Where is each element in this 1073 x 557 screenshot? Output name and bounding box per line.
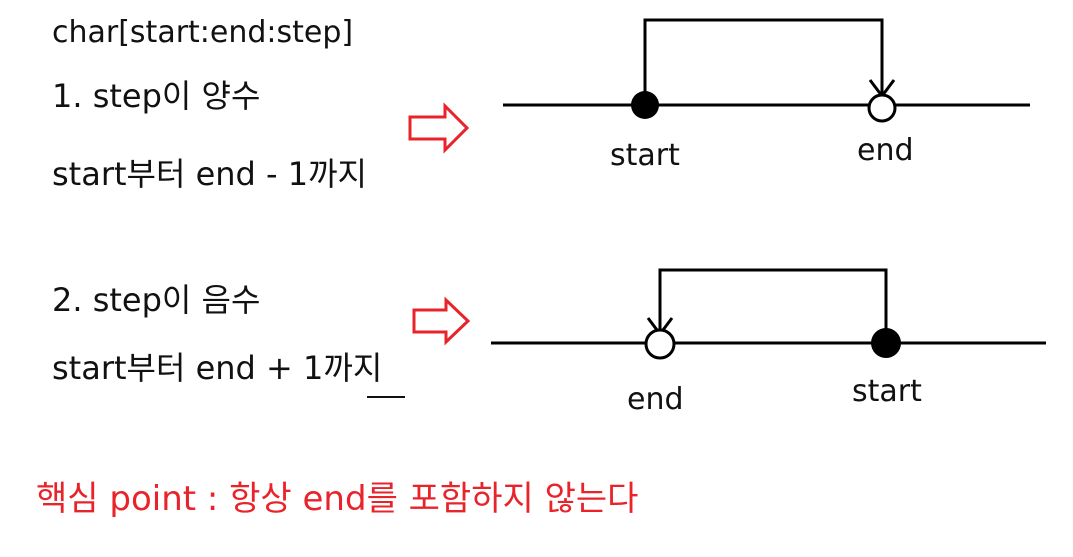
start-label: start [610, 138, 680, 173]
right-arrow-icon [408, 102, 470, 154]
hollow-circle-icon [867, 93, 897, 123]
key-point: 핵심 point : 항상 end를 포함하지 않는다 [36, 479, 639, 519]
case2-title: 2. step이 음수 [52, 281, 261, 319]
slice-range-bracket [658, 268, 888, 343]
end-label: end [627, 382, 684, 417]
case1-range: start부터 end - 1까지 [52, 155, 367, 193]
start-label: start [852, 374, 922, 409]
filled-dot-icon [631, 91, 659, 119]
filled-dot-icon [871, 328, 901, 358]
end-label: end [857, 133, 914, 168]
case1-title: 1. step이 양수 [52, 77, 261, 115]
slice-range-bracket [643, 18, 884, 105]
diagram-negative-step: end start [491, 268, 1046, 417]
case2-range: start부터 end + 1까지 [52, 349, 383, 387]
case2-range-underline [367, 396, 405, 398]
slicing-syntax: char[start:end:step] [52, 15, 354, 50]
diagram-positive-step: start end [503, 18, 1030, 173]
hollow-circle-icon [644, 328, 676, 360]
right-arrow-icon [412, 296, 471, 346]
